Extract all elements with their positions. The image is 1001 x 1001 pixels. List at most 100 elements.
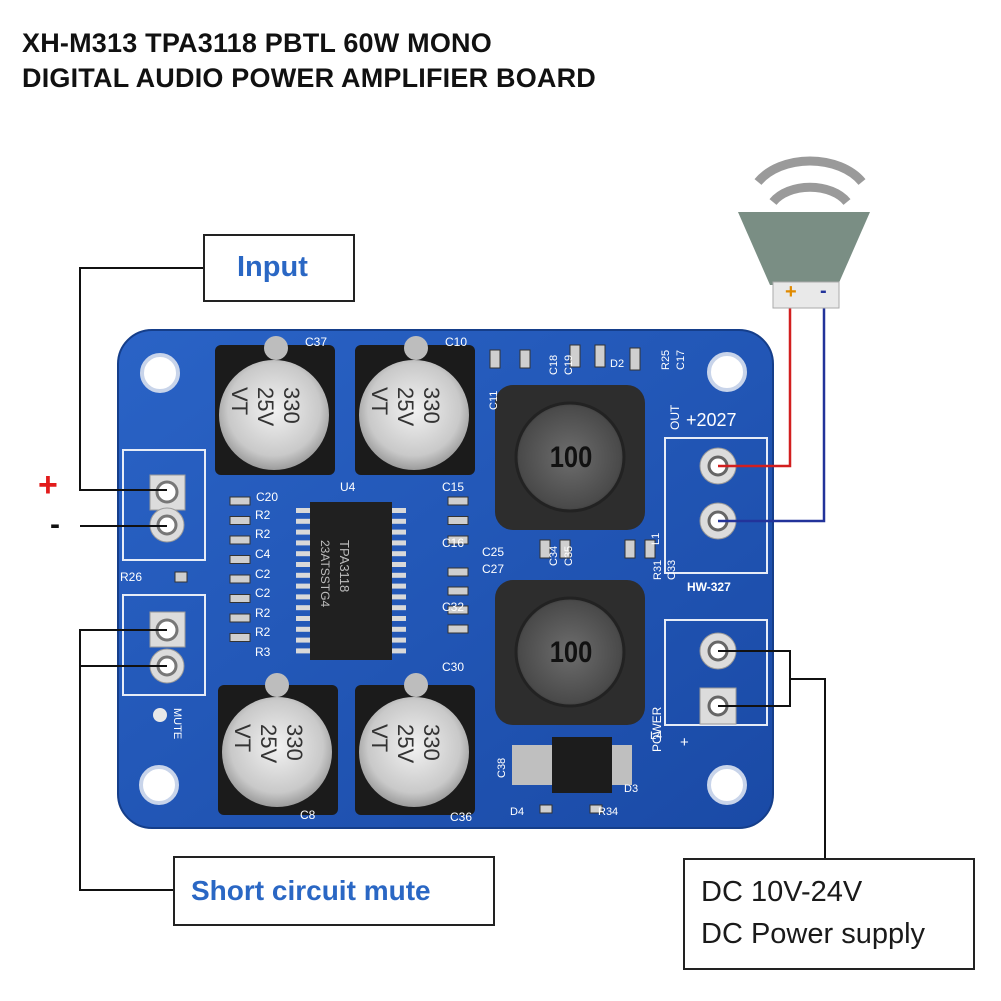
silkscreen-label: C10 — [445, 335, 468, 349]
silkscreen-label: R34 — [598, 806, 619, 818]
smd-component — [229, 594, 251, 603]
speaker-plus-symbol: + — [785, 281, 797, 303]
silkscreen-label: C25 — [482, 545, 505, 559]
speaker-wire-plus — [718, 305, 792, 468]
chip-pin — [296, 572, 310, 578]
mount-hole — [707, 765, 747, 805]
inductor-top-label: 100 — [549, 441, 593, 474]
chip-pin — [296, 583, 310, 589]
smd-component — [229, 633, 251, 642]
smd-component — [447, 516, 469, 525]
r26-label: R26 — [120, 570, 143, 584]
capacitor-marking: 330 — [419, 724, 444, 761]
mute-callout-box: Short circuit mute — [173, 856, 495, 926]
chip-pin — [296, 626, 310, 632]
silkscreen-label: C33 — [666, 559, 678, 580]
chip-label: U4 — [340, 480, 356, 494]
capacitor-marking: 330 — [282, 724, 307, 761]
silkscreen-label: C8 — [300, 808, 316, 822]
mute-wire — [79, 629, 175, 891]
silkscreen-label: R31 — [652, 559, 664, 580]
capacitor-marking: VT — [227, 387, 252, 416]
silkscreen-label: C20 — [256, 490, 279, 504]
smd-component — [644, 539, 656, 559]
silkscreen-label: C32 — [442, 600, 465, 614]
chip-pin — [296, 648, 310, 654]
smd-component — [539, 539, 551, 559]
silkscreen-label: C2 — [255, 586, 271, 600]
chip-pin — [296, 529, 310, 535]
silkscreen-label: C11 — [488, 390, 500, 410]
silkscreen-label: C27 — [482, 562, 505, 576]
capacitor-marking: 330 — [419, 387, 444, 424]
title-line-1: XH-M313 TPA3118 PBTL 60W MONO — [22, 28, 492, 58]
chip-pin — [392, 637, 406, 643]
chip-pin — [296, 616, 310, 621]
speaker-icon — [738, 156, 870, 309]
chip-pin — [392, 551, 406, 557]
smd-component — [559, 539, 571, 559]
input-callout-label: Input — [237, 251, 308, 283]
chip-pin — [392, 648, 406, 654]
speaker-minus-symbol: - — [820, 280, 827, 302]
smd-component — [539, 804, 553, 814]
smd-component — [489, 349, 501, 369]
silkscreen-label: R2 — [255, 508, 271, 522]
smd-component — [447, 605, 469, 615]
inductor-bottom-label: 100 — [549, 636, 593, 669]
smd-component — [569, 344, 581, 368]
mute-callout-label: Short circuit mute — [191, 875, 431, 906]
input-wire-plus — [79, 267, 205, 491]
silkscreen-label: D3 — [624, 783, 639, 795]
smd-component — [229, 516, 251, 525]
chip-pin — [392, 583, 406, 589]
smd-component — [174, 571, 188, 583]
silkscreen-label: R3 — [255, 645, 271, 659]
smd-component — [594, 344, 606, 368]
silkscreen-label: C36 — [450, 810, 473, 824]
silkscreen-label: L1 — [650, 532, 662, 545]
silkscreen-label: C19 — [563, 354, 575, 375]
silkscreen-label: L4 — [650, 730, 663, 742]
board-plus-mark: + — [680, 734, 689, 751]
speaker-wire-minus — [718, 305, 826, 523]
chip-pin — [296, 518, 310, 524]
capacitor-marking: VT — [367, 724, 392, 753]
smd-component — [229, 574, 251, 584]
mount-hole — [140, 353, 180, 393]
out-label: OUT — [668, 404, 682, 430]
chip-pin — [296, 508, 310, 513]
silkscreen-label: C37 — [305, 335, 328, 349]
power-callout-box: DC 10V-24V DC Power supply — [683, 858, 975, 970]
chip-pin — [392, 572, 406, 578]
silkscreen-label: C4 — [255, 547, 271, 561]
model-label: HW-327 — [687, 580, 731, 594]
mount-hole — [707, 352, 747, 392]
capacitor-marking: VT — [230, 724, 255, 753]
chip-pin — [392, 508, 406, 513]
smd-component — [589, 804, 603, 814]
silkscreen-label: C2 — [255, 567, 271, 581]
silkscreen-label: R2 — [255, 527, 271, 541]
capacitor-marking: 25V — [393, 387, 418, 427]
inductor-top — [495, 385, 645, 530]
chip-pin — [296, 594, 310, 600]
power-callout-line-1: DC 10V-24V — [701, 876, 863, 908]
smd-component — [229, 555, 251, 564]
smd-component — [229, 535, 251, 545]
silkscreen-label: C15 — [442, 480, 465, 494]
smd-component — [629, 347, 641, 371]
chip-pin — [296, 540, 310, 546]
title-line-2: DIGITAL AUDIO POWER AMPLIFIER BOARD — [22, 63, 596, 93]
capacitor-marking: 25V — [256, 724, 281, 764]
smd-component — [447, 586, 469, 596]
silkscreen-label: R2 — [255, 606, 271, 620]
input-plus-symbol: + — [38, 466, 58, 504]
silkscreen-label: R2 — [255, 625, 271, 639]
chip-pin — [296, 605, 310, 611]
silkscreen-label: D4 — [510, 806, 525, 818]
smd-component — [447, 567, 469, 577]
inductor-bottom — [495, 580, 645, 725]
chip-pin — [392, 626, 406, 632]
